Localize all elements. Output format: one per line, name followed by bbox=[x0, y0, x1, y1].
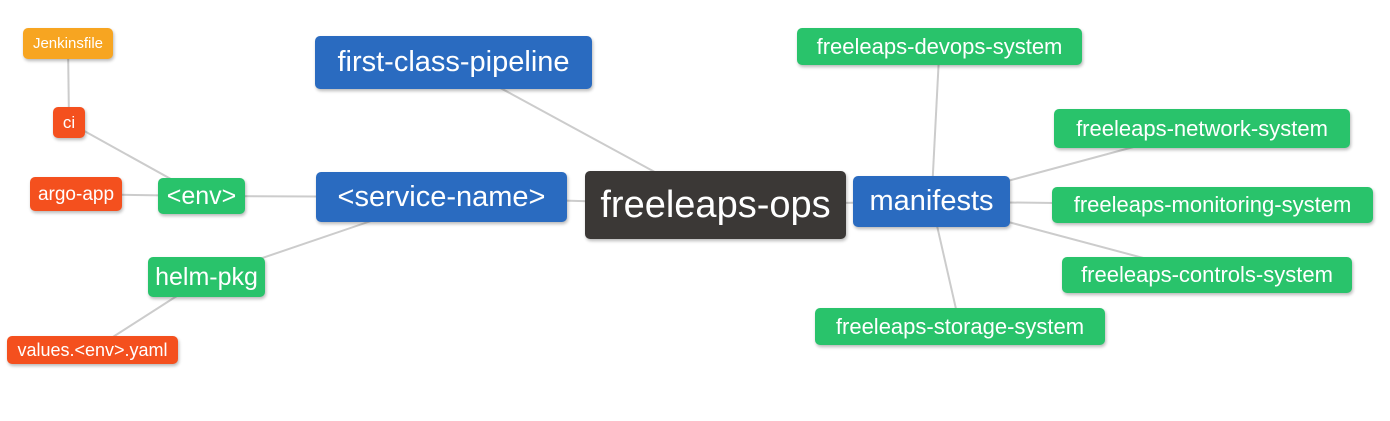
mindmap-node-ci[interactable]: ci bbox=[53, 107, 85, 138]
mindmap-node-service-name[interactable]: <service-name> bbox=[316, 172, 567, 222]
mindmap-node-freeleaps-network-system[interactable]: freeleaps-network-system bbox=[1054, 109, 1350, 148]
mindmap-node-freeleaps-ops[interactable]: freeleaps-ops bbox=[585, 171, 846, 239]
mindmap-node-helm-pkg[interactable]: helm-pkg bbox=[148, 257, 265, 297]
mindmap-node-jenkinsfile[interactable]: Jenkinsfile bbox=[23, 28, 113, 59]
mindmap-node-freeleaps-controls-system[interactable]: freeleaps-controls-system bbox=[1062, 257, 1352, 293]
mindmap-node-freeleaps-devops-system[interactable]: freeleaps-devops-system bbox=[797, 28, 1082, 65]
mindmap-node-freeleaps-storage-system[interactable]: freeleaps-storage-system bbox=[815, 308, 1105, 345]
mindmap-node-values-env-yaml[interactable]: values.<env>.yaml bbox=[7, 336, 178, 364]
mindmap-node-manifests[interactable]: manifests bbox=[853, 176, 1010, 227]
mindmap-node-freeleaps-monitoring-system[interactable]: freeleaps-monitoring-system bbox=[1052, 187, 1373, 223]
mindmap-node-first-class-pipeline[interactable]: first-class-pipeline bbox=[315, 36, 592, 89]
mindmap-node-argo-app[interactable]: argo-app bbox=[30, 177, 122, 211]
edge-manifests--freeleaps-devops-system bbox=[930, 46, 941, 202]
mindmap-node-env[interactable]: <env> bbox=[158, 178, 245, 214]
